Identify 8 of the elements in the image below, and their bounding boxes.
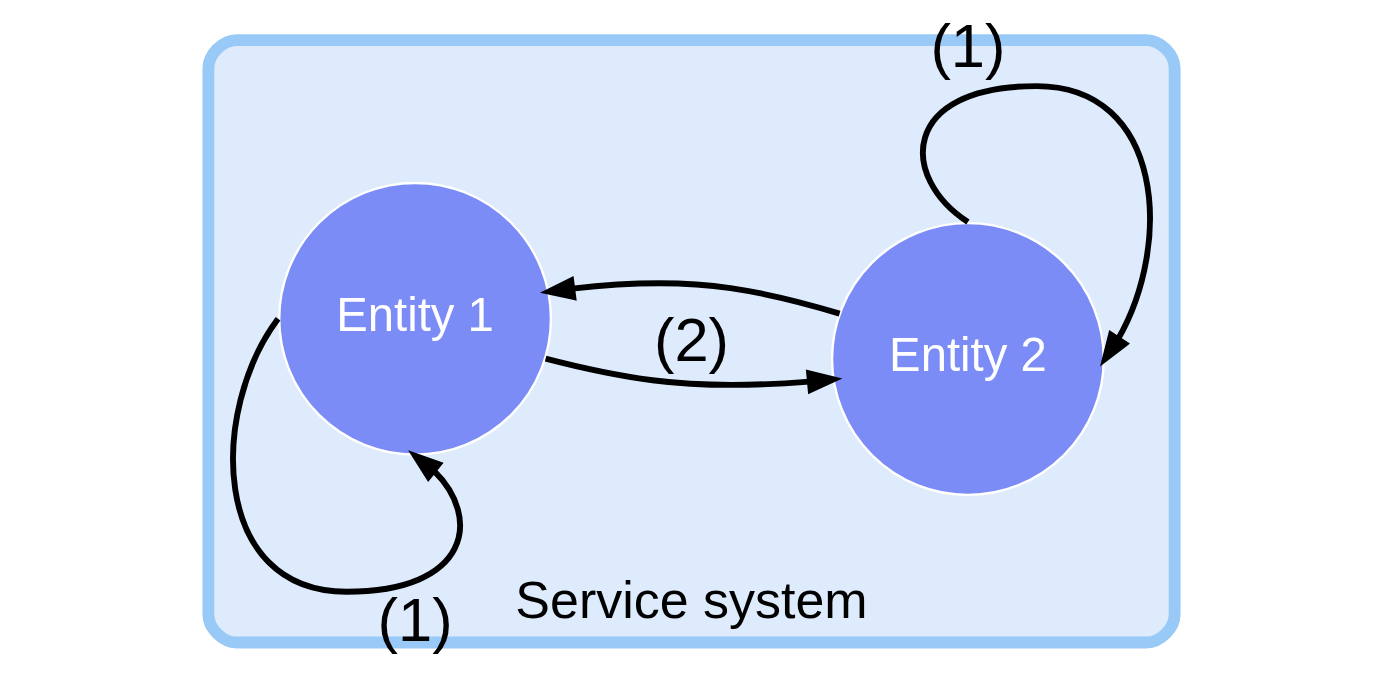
edge-label: (2) bbox=[653, 304, 729, 374]
edge-label: (1) bbox=[377, 584, 453, 654]
node-circle: Entity 1 bbox=[277, 181, 552, 456]
arrow bbox=[544, 355, 842, 395]
edge-label: (1) bbox=[929, 10, 1005, 80]
arrow bbox=[919, 83, 1153, 367]
arrow bbox=[539, 275, 840, 317]
node-circle: Entity 2 bbox=[830, 221, 1105, 496]
